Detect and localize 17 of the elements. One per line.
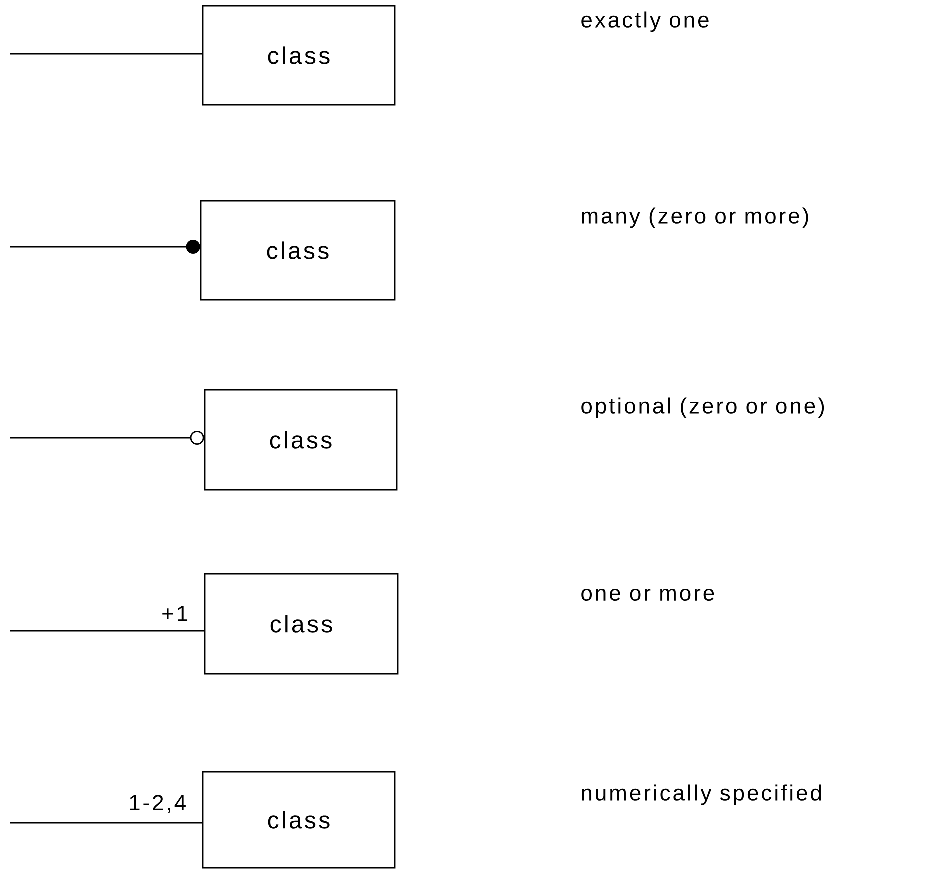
connector-line: [10, 240, 200, 254]
multiplicity-label: +1: [162, 606, 188, 622]
class-box: class: [200, 200, 396, 301]
connector-line: [10, 822, 202, 824]
multiplicity-label: 1-2,4: [130, 795, 186, 814]
class-box: class: [204, 389, 398, 491]
class-box: class: [204, 573, 399, 675]
class-box: class: [202, 5, 396, 106]
connector-line: [10, 630, 204, 632]
connector-line: [10, 53, 202, 55]
description-text: optional (zero or one): [582, 398, 824, 418]
description-text: many (zero or more): [582, 208, 808, 228]
description-text: exactly one: [582, 12, 709, 32]
description-text: numerically specified: [582, 784, 822, 806]
description-text: one or more: [582, 588, 714, 602]
class-box: class: [202, 771, 396, 869]
connector-line: [10, 431, 204, 445]
